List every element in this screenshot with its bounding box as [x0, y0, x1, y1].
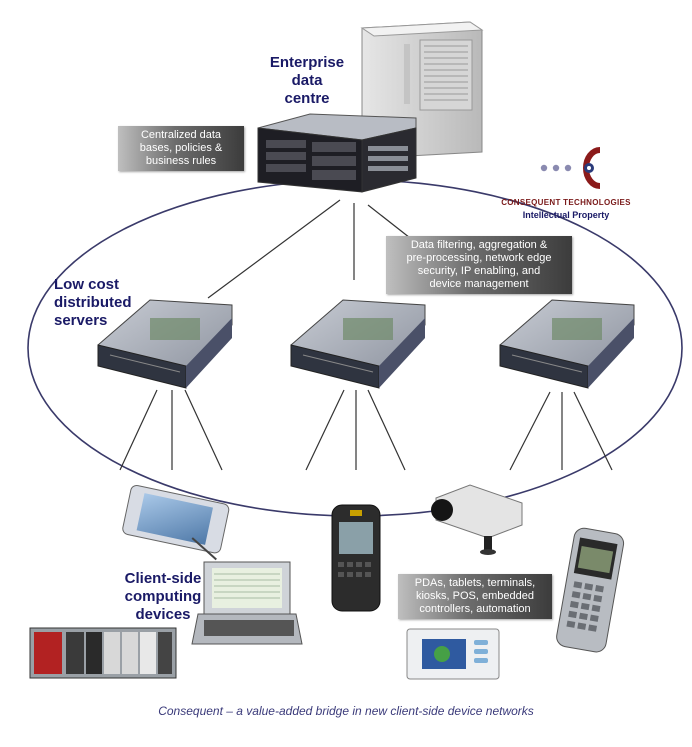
enterprise-label-line: data [291, 72, 323, 89]
distributed-server-left [97, 299, 233, 389]
distributed-server-right [499, 299, 635, 389]
plc-controller [29, 627, 177, 679]
central-data-box: Centralized data bases, policies & busin… [118, 126, 244, 171]
client-devices-box: PDAs, tablets, terminals, kiosks, POS, e… [398, 574, 552, 619]
low-cost-label-line: distributed [54, 294, 132, 311]
filtering-box-line: device management [429, 278, 529, 290]
devices-box-line: controllers, automation [419, 603, 531, 615]
brand-subtitle: Intellectual Property [522, 210, 610, 220]
data-filtering-box: Data filtering, aggregation & pre-proces… [386, 236, 572, 294]
wall-control-panel [406, 628, 500, 680]
devices-box-line: PDAs, tablets, terminals, [414, 577, 536, 589]
filtering-box-line: Data filtering, aggregation & [410, 239, 548, 251]
client-side-label-line: computing [124, 588, 202, 605]
connector-lines [119, 199, 613, 471]
central-box-line: Centralized data [140, 129, 222, 141]
tablet-device [122, 484, 230, 561]
low-cost-label-line: Low cost [54, 276, 120, 293]
low-cost-label-line: servers [54, 312, 108, 329]
devices-box-line: kiosks, POS, embedded [415, 590, 534, 602]
low-cost-servers-label: Low cost distributed servers [54, 276, 194, 330]
client-side-label: Client-side computing devices [108, 570, 218, 624]
ip-camera [431, 484, 523, 555]
client-side-label-line: devices [135, 606, 191, 623]
distributed-server-middle [290, 299, 426, 389]
enterprise-label-line: centre [284, 90, 330, 107]
diagram-caption: Consequent – a value-added bridge in new… [158, 704, 534, 718]
handheld-terminal [331, 504, 381, 612]
brand-name: CONSEQUENT TECHNOLOGIES [501, 198, 631, 207]
central-box-line: bases, policies & [139, 142, 223, 154]
filtering-box-line: pre-processing, network edge [406, 252, 552, 264]
client-side-label-line: Client-side [124, 570, 202, 587]
laptop-device [191, 561, 303, 645]
barcode-scanner-handheld [556, 527, 625, 653]
central-box-line: business rules [145, 155, 217, 167]
consequent-logo-mark [540, 147, 601, 189]
enterprise-label-line: Enterprise [269, 54, 345, 71]
enterprise-rack-server [257, 113, 417, 193]
enterprise-label: Enterprise data centre [264, 54, 350, 108]
filtering-box-line: security, IP enabling, and [417, 265, 541, 277]
